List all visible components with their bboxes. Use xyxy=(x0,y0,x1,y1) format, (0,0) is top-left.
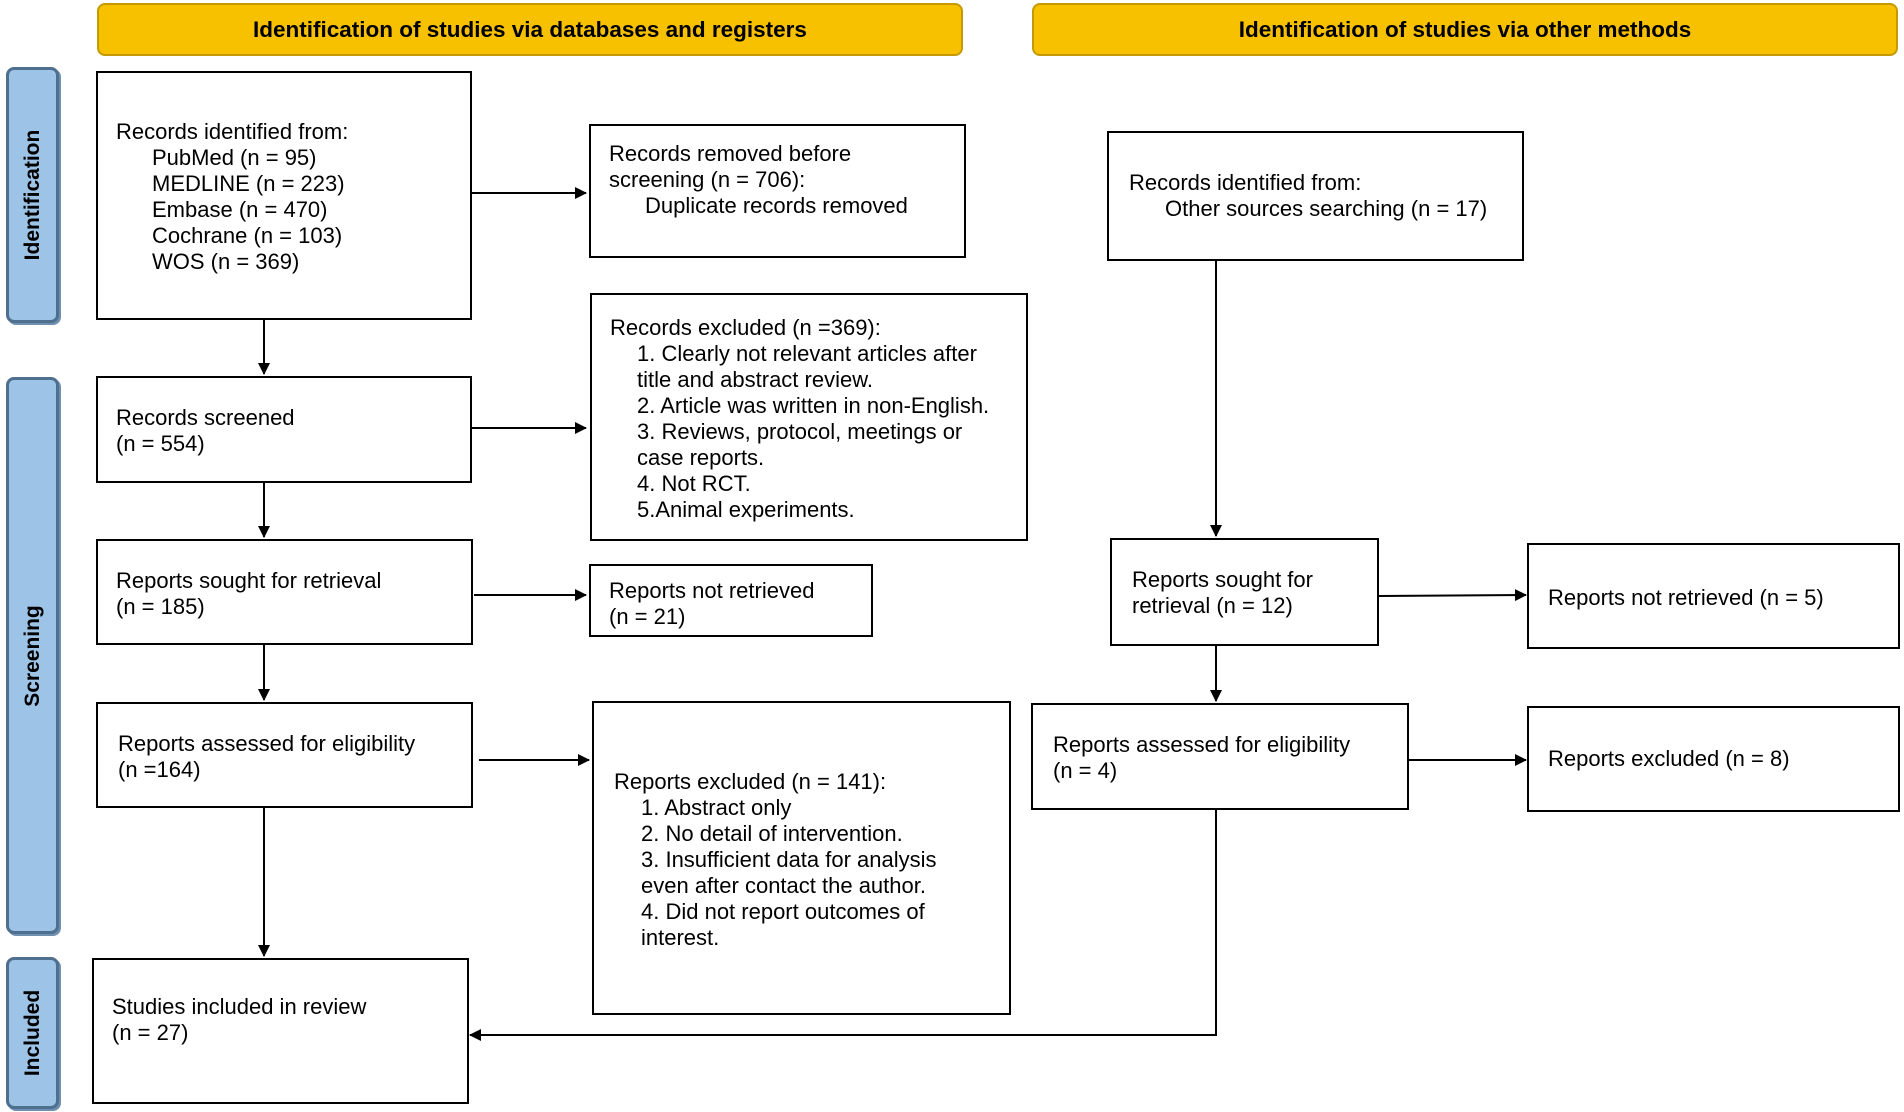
phase-identification: Identification xyxy=(6,67,59,323)
other-reports-excluded-label: Reports excluded (n = 8) xyxy=(1548,746,1790,771)
other-sources-count: Other sources searching (n = 17) xyxy=(1165,196,1488,221)
studies-included-label: Studies included in review xyxy=(112,994,367,1019)
reports-not-retrieved-box: Reports not retrieved (n = 21) xyxy=(589,564,873,637)
reports-excluded-reason: interest. xyxy=(641,925,720,950)
records-screened-label: Records screened xyxy=(116,405,295,430)
reports-sought-count: (n = 185) xyxy=(116,594,205,619)
records-excluded-reason: title and abstract review. xyxy=(637,367,874,392)
records-screened-count: (n = 554) xyxy=(116,431,205,456)
reports-not-retrieved-count: (n = 21) xyxy=(609,604,686,629)
records-screened-box: Records screened (n = 554) xyxy=(96,376,472,483)
reports-excluded-title: Reports excluded (n = 141): xyxy=(614,769,887,794)
header-databases: Identification of studies via databases … xyxy=(97,3,963,56)
other-reports-excluded-box: Reports excluded (n = 8) xyxy=(1527,706,1900,812)
arrow-other-sought-to-not-retrieved xyxy=(1378,589,1527,602)
header-databases-label: Identification of studies via databases … xyxy=(253,16,807,42)
studies-included-count: (n = 27) xyxy=(112,1020,189,1045)
source-pubmed: PubMed (n = 95) xyxy=(152,145,317,170)
other-reports-not-retrieved-box: Reports not retrieved (n = 5) xyxy=(1527,543,1900,649)
records-removed-line3: Duplicate records removed xyxy=(645,193,908,218)
phase-included: Included xyxy=(6,957,59,1109)
other-records-identified-box: Records identified from: Other sources s… xyxy=(1107,131,1524,261)
reports-assessed-box: Reports assessed for eligibility (n =164… xyxy=(96,702,473,808)
other-reports-assessed-count: (n = 4) xyxy=(1053,758,1118,783)
reports-excluded-reason: 4. Did not report outcomes of xyxy=(641,899,925,924)
phase-screening: Screening xyxy=(6,377,59,934)
reports-assessed-label: Reports assessed for eligibility xyxy=(118,731,416,756)
other-reports-not-retrieved-label: Reports not retrieved (n = 5) xyxy=(1548,585,1824,610)
records-excluded-reason: 3. Reviews, protocol, meetings or xyxy=(637,419,963,444)
reports-excluded-reason: 3. Insufficient data for analysis xyxy=(641,847,937,872)
reports-assessed-count: (n =164) xyxy=(118,757,201,782)
other-records-identified-title: Records identified from: xyxy=(1129,170,1362,195)
reports-excluded-reason: 2. No detail of intervention. xyxy=(641,821,903,846)
other-reports-sought-count: retrieval (n = 12) xyxy=(1132,593,1293,618)
records-identified-title: Records identified from: xyxy=(116,119,349,144)
source-embase: Embase (n = 470) xyxy=(152,197,328,222)
reports-excluded-box: Reports excluded (n = 141): 1. Abstract … xyxy=(592,701,1011,1015)
other-reports-sought-label: Reports sought for xyxy=(1132,567,1313,592)
records-excluded-reason: 4. Not RCT. xyxy=(637,471,751,496)
header-other-methods-label: Identification of studies via other meth… xyxy=(1238,16,1692,42)
other-reports-assessed-label: Reports assessed for eligibility xyxy=(1053,732,1351,757)
reports-excluded-reason: even after contact the author. xyxy=(641,873,926,898)
source-cochrane: Cochrane (n = 103) xyxy=(152,223,343,248)
records-excluded-reason: case reports. xyxy=(637,445,765,470)
records-excluded-reason: 5.Animal experiments. xyxy=(637,497,855,522)
records-removed-line2: screening (n = 706): xyxy=(609,167,806,192)
header-other-methods: Identification of studies via other meth… xyxy=(1032,3,1898,56)
source-wos: WOS (n = 369) xyxy=(152,249,300,274)
records-excluded-reason: 1. Clearly not relevant articles after xyxy=(637,341,977,366)
other-reports-sought-box: Reports sought for retrieval (n = 12) xyxy=(1110,538,1379,646)
records-excluded-box: Records excluded (n =369): 1. Clearly no… xyxy=(590,293,1028,541)
reports-excluded-reason: 1. Abstract only xyxy=(641,795,792,820)
reports-sought-label: Reports sought for retrieval xyxy=(116,568,382,593)
records-identified-box: Records identified from: PubMed (n = 95)… xyxy=(96,71,472,320)
records-removed-line1: Records removed before xyxy=(609,141,852,166)
studies-included-box: Studies included in review (n = 27) xyxy=(92,958,469,1104)
reports-sought-box: Reports sought for retrieval (n = 185) xyxy=(96,539,473,645)
reports-not-retrieved-label: Reports not retrieved xyxy=(609,578,815,603)
other-reports-assessed-box: Reports assessed for eligibility (n = 4) xyxy=(1031,703,1409,810)
records-excluded-reason: 2. Article was written in non-English. xyxy=(637,393,990,418)
source-medline: MEDLINE (n = 223) xyxy=(152,171,345,196)
records-excluded-title: Records excluded (n =369): xyxy=(610,315,881,340)
arrow-other-assessed-to-included xyxy=(469,810,1217,1041)
records-removed-box: Records removed before screening (n = 70… xyxy=(589,124,966,258)
